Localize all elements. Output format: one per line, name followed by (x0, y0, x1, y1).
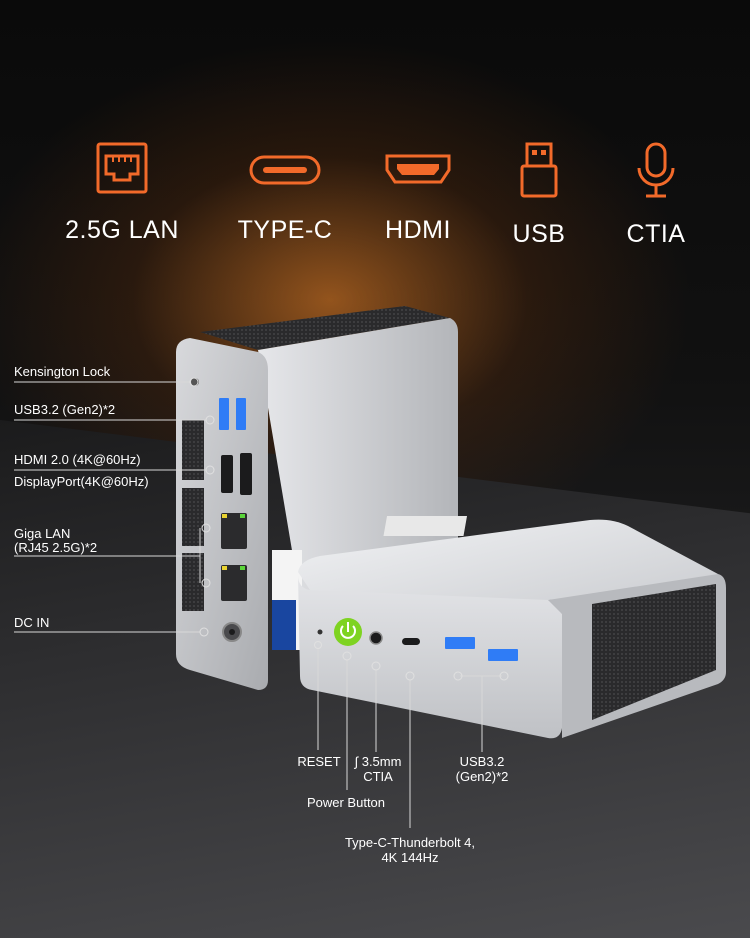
callout-lan-detail: (RJ45 2.5G)*2 (14, 540, 98, 555)
front-usb-2 (488, 649, 518, 661)
ethernet-port-icon (96, 142, 148, 194)
callout-audio-size: 3.5mm (361, 754, 402, 769)
front-side-vent (592, 584, 716, 720)
front-unit-sticker (383, 516, 468, 536)
callout-hdmi: HDMI 2.0 (4K@60Hz) (14, 452, 141, 467)
rear-usb-2 (236, 398, 246, 430)
feature-usb: USB (469, 140, 609, 249)
callout-lan-title: Giga LAN (14, 526, 71, 541)
feature-hdmi-label: HDMI (385, 216, 451, 244)
feature-ctia: CTIA (586, 140, 726, 249)
front-typec-port (402, 638, 420, 645)
front-usb-1 (445, 637, 475, 649)
rear-displayport (240, 453, 252, 495)
callout-front-usb: USB3.2 (459, 754, 505, 769)
reset-hole (317, 629, 323, 635)
front-unit-io-panel (298, 575, 562, 739)
feature-lan: 2.5G LAN (52, 140, 192, 245)
callout-power-button: Power Button (306, 795, 386, 810)
rear-unit-top-vent (200, 306, 450, 350)
callout-typec: Type-C-Thunderbolt 4, (344, 835, 476, 850)
callout-dc-in: DC IN (14, 615, 50, 630)
feature-typec-label: TYPE-C (237, 216, 333, 244)
rear-usb-1 (219, 398, 229, 430)
rear-vent-3 (182, 553, 204, 611)
rear-callout-lines (14, 377, 215, 637)
rear-hdmi-port (221, 455, 233, 493)
feature-icon-row: 2.5G LAN TYPE-C HDMI USB CTIA (0, 140, 750, 250)
audio-jack (369, 631, 383, 645)
feature-typec: TYPE-C (215, 140, 355, 245)
feature-usb-label: USB (512, 220, 566, 248)
callout-audio: ∫ 3.5mm (348, 754, 408, 770)
feature-lan-label: 2.5G LAN (65, 216, 179, 244)
usb-c-port-icon (249, 155, 321, 185)
feature-hdmi: HDMI (348, 140, 488, 245)
feature-ctia-label: CTIA (626, 220, 686, 248)
rear-lan-1 (221, 513, 247, 549)
callout-audio-ctia: CTIA (363, 769, 393, 784)
callout-front-usb-detail: (Gen2)*2 (455, 769, 509, 784)
front-callout-lines (314, 641, 509, 828)
callout-kensington-lock: Kensington Lock (14, 364, 111, 379)
headphone-icon: ∫ (354, 754, 359, 769)
intel-sticker (272, 600, 296, 650)
rear-vent-2 (182, 488, 204, 546)
callout-typec-detail: 4K 144Hz (381, 850, 439, 865)
microphone-icon (637, 142, 675, 198)
hdmi-port-icon (385, 154, 451, 184)
rear-lan-2 (221, 565, 247, 601)
usb-port-icon (520, 142, 558, 198)
callout-rear-usb: USB3.2 (Gen2)*2 (14, 402, 116, 417)
rear-vent-1 (182, 420, 204, 480)
callout-displayport: DisplayPort(4K@60Hz) (14, 474, 149, 489)
callout-reset: RESET (297, 754, 341, 769)
front-unit (298, 516, 726, 739)
kensington-slot (191, 378, 199, 386)
